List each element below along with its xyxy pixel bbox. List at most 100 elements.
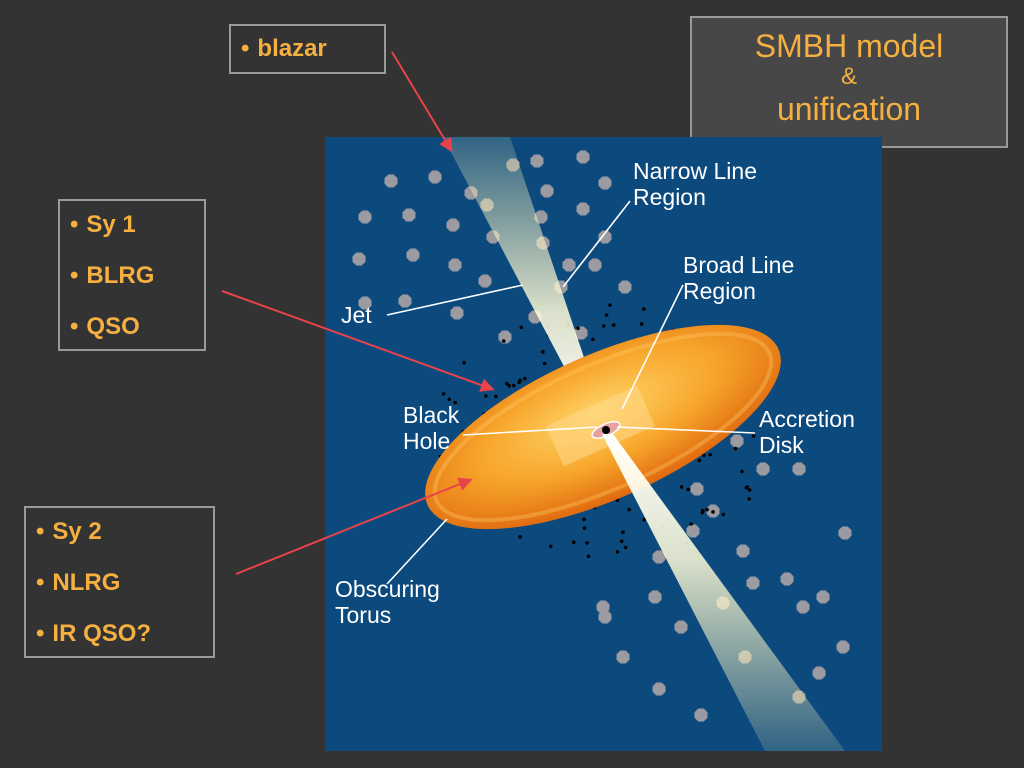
list-item: • IR QSO? (26, 610, 213, 661)
agn-diagram: Narrow Line Region Broad Line Region Jet… (325, 137, 882, 751)
sy1-label: Sy 1 (86, 211, 135, 238)
cloud-blob (577, 203, 590, 216)
cloud-blob (757, 463, 770, 476)
black-hole-label-2: Hole (403, 428, 450, 454)
blazar-list: • blazar (231, 26, 384, 61)
broad-line-dot (582, 518, 586, 522)
broad-line-dot (621, 530, 625, 534)
broad-line-dot (624, 546, 628, 550)
nlrg-label: NLRG (52, 569, 120, 596)
cloud-blob (839, 527, 852, 540)
list-item: •Sy 2 (26, 508, 213, 559)
blazar-label: blazar (257, 35, 326, 62)
ir-qso-label: IR QSO? (52, 620, 151, 647)
cloud-blob (599, 177, 612, 190)
broad-line-dot (740, 470, 744, 474)
broad-line-dot (605, 313, 609, 317)
cloud-blob (599, 611, 612, 624)
broad-line-dot (620, 539, 624, 543)
cloud-blob (731, 435, 744, 448)
broad-line-dot (722, 513, 726, 517)
broad-line-dot (583, 526, 587, 530)
broad-line-dot (543, 362, 547, 366)
cloud-blob (403, 209, 416, 222)
bullet-icon: • (36, 620, 44, 647)
broad-line-dot (752, 434, 756, 438)
broad-line-dot (484, 394, 488, 398)
cloud-blob (385, 175, 398, 188)
accretion-disk-label-1: Accretion (759, 406, 855, 432)
broad-line-dot (686, 488, 690, 492)
title-box: SMBH model & unification (690, 16, 1008, 148)
title-line-1: SMBH model (692, 28, 1006, 64)
list-item: •QSO (60, 303, 204, 354)
cloud-blob (353, 253, 366, 266)
accretion-disk-label-2: Disk (759, 432, 804, 458)
cloud-blob (781, 573, 794, 586)
title-line-3: unification (692, 90, 1006, 128)
broad-line-dot (523, 377, 527, 381)
cloud-blob (479, 275, 492, 288)
black-hole (602, 426, 610, 434)
cloud-blob (737, 545, 750, 558)
broad-line-dot (612, 323, 616, 327)
broad-line-dot (701, 509, 705, 513)
bullet-icon: • (36, 569, 44, 596)
broad-line-dot (602, 324, 606, 328)
broad-line-dot (627, 508, 631, 512)
broad-line-dot (462, 361, 466, 365)
cloud-blob (793, 463, 806, 476)
broad-line-dot (585, 541, 589, 545)
narrow-line-label-2: Region (633, 184, 706, 210)
cloud-blob (577, 151, 590, 164)
broad-line-dot (505, 382, 509, 386)
broad-line-dot (640, 322, 644, 326)
cloud-blob (691, 483, 704, 496)
cloud-blob (563, 259, 576, 272)
cloud-blob (541, 185, 554, 198)
cloud-blob (695, 709, 708, 722)
broad-line-dot (748, 488, 752, 492)
broad-line-dot (549, 545, 553, 549)
bullet-icon: • (70, 313, 78, 340)
broad-line-dot (447, 398, 451, 402)
list-item: • blazar (231, 26, 384, 61)
broad-line-label-2: Region (683, 278, 756, 304)
broad-line-dot (442, 392, 446, 396)
type1-list: • Sy 1 • BLRG •QSO (60, 201, 204, 354)
broad-line-dot (711, 510, 715, 514)
type2-box: •Sy 2 • NLRG • IR QSO? (24, 506, 215, 658)
broad-line-dot (747, 497, 751, 501)
bullet-icon: • (241, 35, 249, 62)
broad-line-dot (642, 307, 646, 311)
bullet-icon: • (70, 262, 78, 289)
broad-line-dot (512, 384, 516, 388)
cloud-blob (429, 171, 442, 184)
broad-line-dot (576, 327, 580, 331)
broad-line-dot (502, 339, 506, 343)
cloud-blob (837, 641, 850, 654)
cloud-blob (619, 281, 632, 294)
broad-line-dot (745, 485, 749, 489)
broad-line-dot (517, 381, 521, 385)
torus-label-1: Obscuring (335, 576, 440, 602)
blazar-box: • blazar (229, 24, 386, 74)
narrow-line-label-1: Narrow Line (633, 158, 757, 184)
title-line-2: & (692, 64, 1006, 90)
broad-line-dot (705, 508, 709, 512)
broad-line-dot (541, 350, 545, 354)
type2-list: •Sy 2 • NLRG • IR QSO? (26, 508, 213, 661)
cloud-blob (649, 591, 662, 604)
cloud-blob (589, 259, 602, 272)
broad-line-dot (734, 447, 738, 451)
broad-line-dot (591, 338, 595, 342)
broad-line-dot (520, 326, 524, 330)
broad-line-dot (709, 453, 713, 457)
cloud-blob (451, 307, 464, 320)
blrg-label: BLRG (86, 262, 154, 289)
broad-line-dot (689, 522, 693, 526)
cloud-blob (447, 219, 460, 232)
type1-box: • Sy 1 • BLRG •QSO (58, 199, 206, 351)
list-item: • BLRG (60, 252, 204, 303)
broad-line-dot (572, 540, 576, 544)
